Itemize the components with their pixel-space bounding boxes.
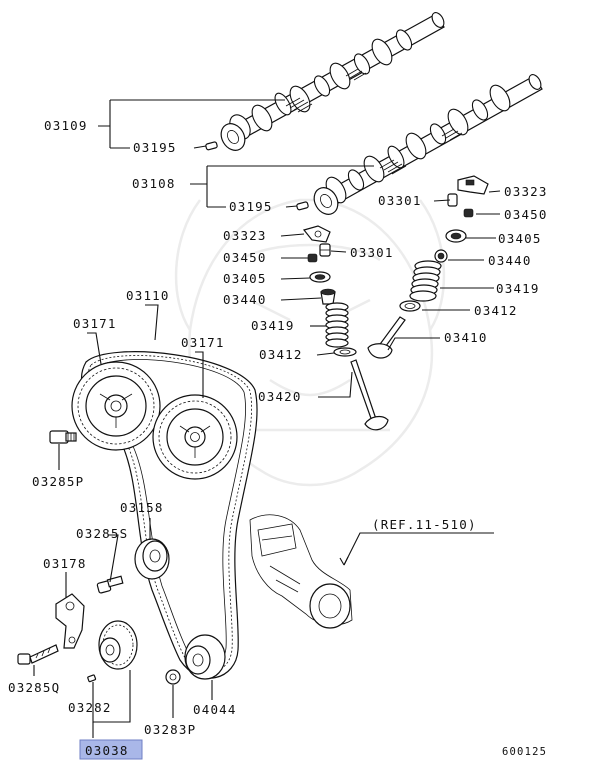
label-03195-lower[interactable]: 03195	[229, 199, 273, 214]
bolt-03285Q[interactable]	[17, 644, 59, 665]
label-03410[interactable]: 03410	[444, 330, 488, 345]
spring-03419-right[interactable]	[409, 260, 442, 302]
label-03301-right[interactable]: 03301	[378, 193, 422, 208]
idler-pulley-04044[interactable]	[184, 634, 226, 680]
retainer-03405-left[interactable]	[309, 271, 331, 283]
retainer-03405-right[interactable]	[445, 229, 467, 243]
tensioner-arm-03178[interactable]	[55, 593, 85, 649]
camshaft-lower[interactable]	[309, 73, 543, 219]
label-03178[interactable]: 03178	[43, 556, 87, 571]
label-03285P[interactable]: 03285P	[32, 474, 84, 489]
label-03419-right[interactable]: 03419	[496, 281, 540, 296]
seal-03440-right[interactable]	[434, 249, 448, 263]
bolt-03285S[interactable]	[96, 575, 124, 594]
label-03323-left[interactable]: 03323	[223, 228, 267, 243]
spring-seat-03412-right[interactable]	[399, 300, 421, 312]
label-03420[interactable]: 03420	[258, 389, 302, 404]
label-03440-left[interactable]: 03440	[223, 292, 267, 307]
dowel-pin-03195-upper[interactable]	[205, 141, 218, 151]
reference-sketch	[249, 514, 353, 629]
spring-seat-03412-left[interactable]	[333, 347, 357, 357]
label-03301-left[interactable]: 03301	[350, 245, 394, 260]
label-03110[interactable]: 03110	[126, 288, 170, 303]
label-03038[interactable]: 03038	[85, 743, 129, 758]
rocker-arm-03323-left[interactable]	[302, 225, 331, 243]
label-03109[interactable]: 03109	[44, 118, 88, 133]
label-03195-upper[interactable]: 03195	[133, 140, 177, 155]
label-04044[interactable]: 04044	[193, 702, 237, 717]
spring-03419-left[interactable]	[325, 302, 349, 348]
leader-lines	[33, 99, 501, 738]
label-03450-right[interactable]: 03450	[504, 207, 548, 222]
nut-03450-right[interactable]	[463, 208, 474, 218]
label-03412-left[interactable]: 03412	[259, 347, 303, 362]
label-03108[interactable]: 03108	[132, 176, 176, 191]
exhaust-valve-03420[interactable]	[350, 359, 389, 431]
label-03282[interactable]: 03282	[68, 700, 112, 715]
nut-03450-left[interactable]	[307, 253, 318, 263]
label-03285S[interactable]: 03285S	[76, 526, 128, 541]
label-03405-left[interactable]: 03405	[223, 271, 267, 286]
label-03171-left[interactable]: 03171	[73, 316, 117, 331]
tensioner-pulley-03158[interactable]	[134, 538, 170, 580]
highlight-box	[79, 739, 143, 760]
label-03171-right[interactable]: 03171	[181, 335, 225, 350]
label-03405-right[interactable]: 03405	[498, 231, 542, 246]
camshaft-upper[interactable]	[216, 11, 446, 155]
label-03450-left[interactable]: 03450	[223, 250, 267, 265]
seal-03440-left[interactable]	[320, 288, 336, 305]
part-labels: 03109 03195 03108 03195 03301 03323 0345…	[8, 118, 548, 758]
label-03323-right[interactable]: 03323	[504, 184, 548, 199]
label-03419-left[interactable]: 03419	[251, 318, 295, 333]
cam-sprocket-03171-right[interactable]	[152, 394, 238, 480]
label-ref-11-510[interactable]: (REF.11-510)	[372, 517, 477, 532]
label-03440-right[interactable]: 03440	[488, 253, 532, 268]
cam-sprocket-03171-left[interactable]	[71, 361, 161, 451]
key-03282[interactable]	[87, 674, 97, 683]
bolt-03285P[interactable]	[49, 430, 77, 444]
crank-sprocket-03038[interactable]	[98, 620, 138, 670]
label-03158[interactable]: 03158	[120, 500, 164, 515]
diagram-code: 600125	[502, 746, 547, 758]
intake-valve-03410[interactable]	[367, 316, 406, 359]
dowel-pin-03195-lower[interactable]	[296, 201, 309, 211]
label-03412-right[interactable]: 03412	[474, 303, 518, 318]
adjuster-03301-left[interactable]	[319, 243, 331, 257]
label-03283P[interactable]: 03283P	[144, 722, 196, 737]
bolt-03283P[interactable]	[165, 669, 181, 685]
label-03285Q[interactable]: 03285Q	[8, 680, 60, 695]
rocker-arm-03323-right[interactable]	[457, 175, 489, 195]
